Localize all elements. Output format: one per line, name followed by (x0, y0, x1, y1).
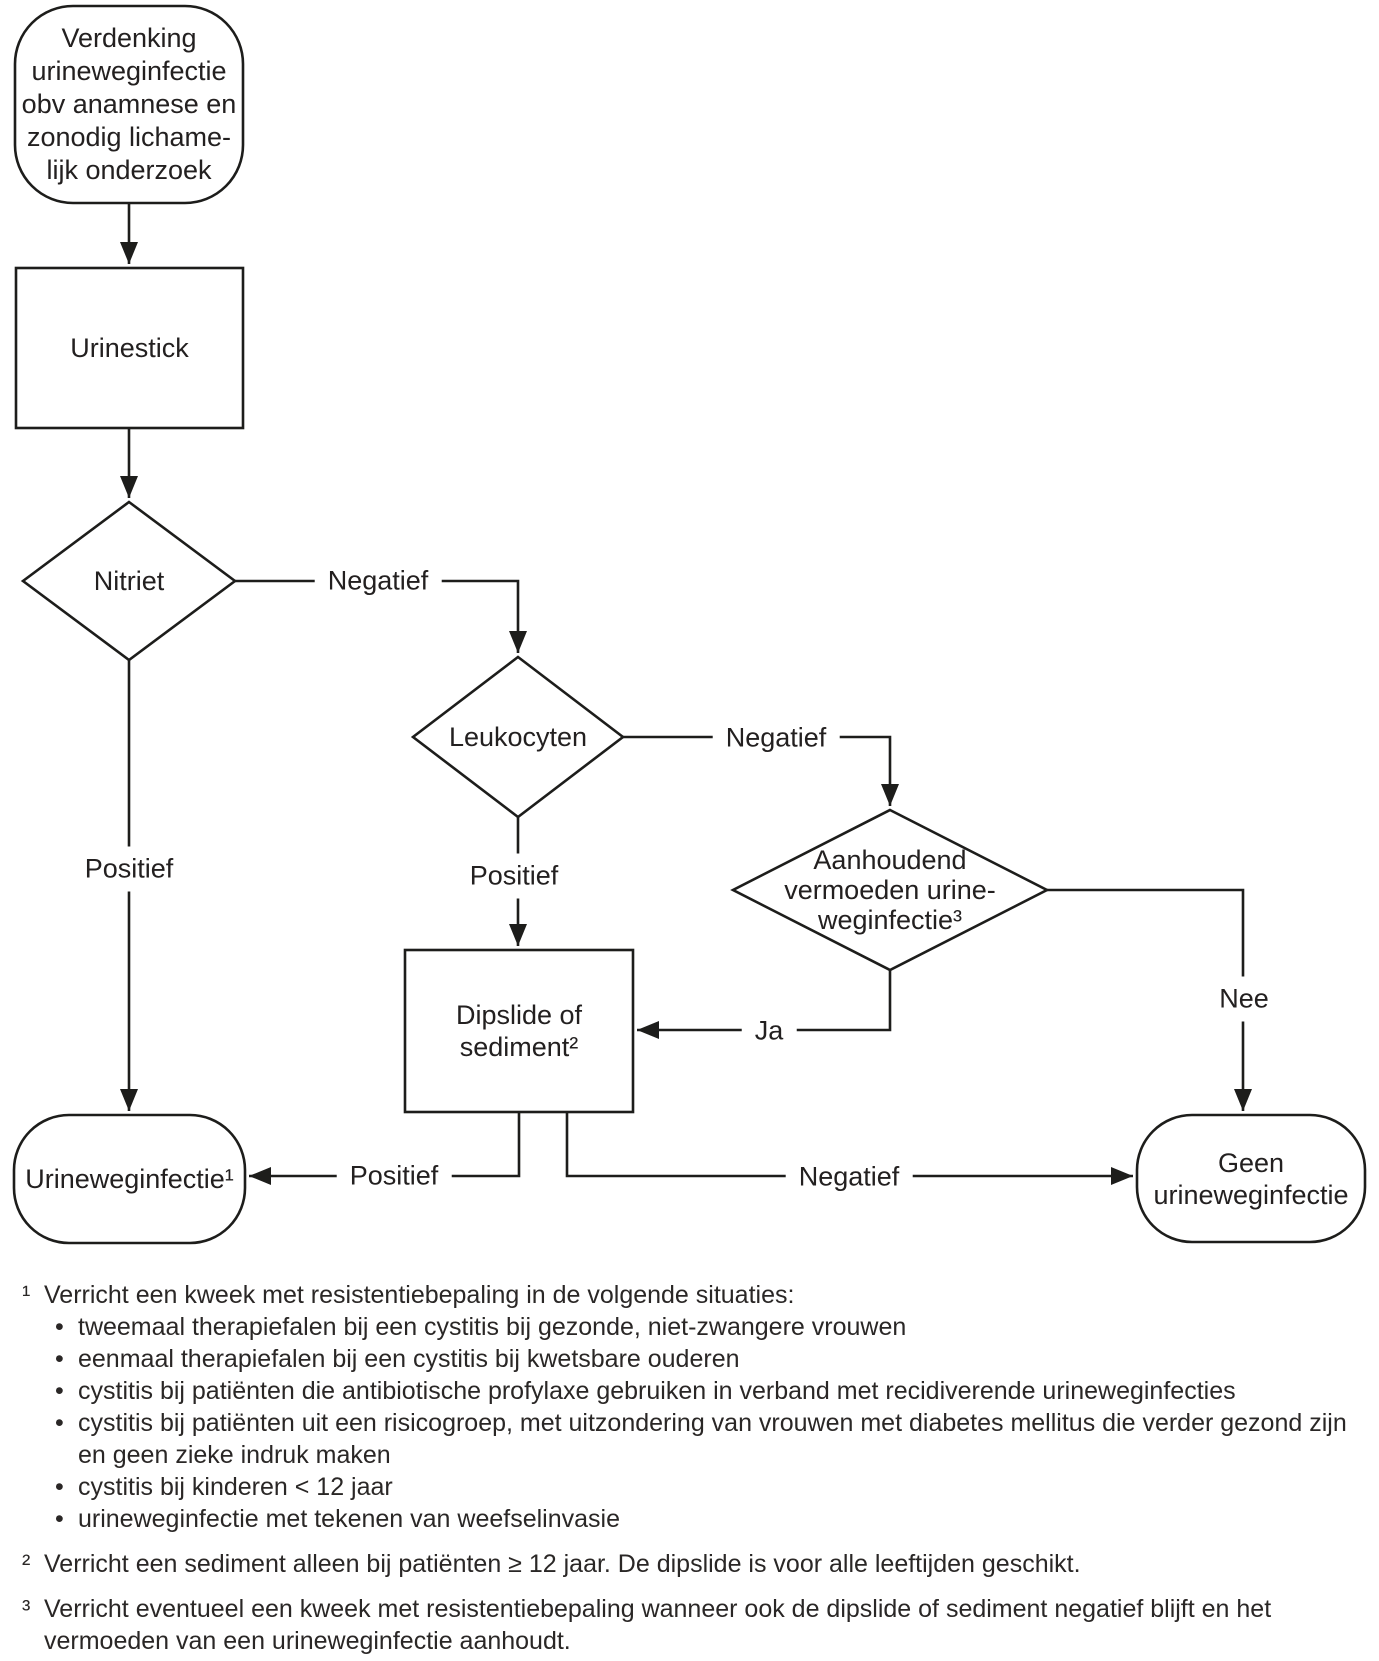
edge-label-aanhoudend-nee: Nee (1211, 976, 1277, 1022)
footnote-1-text: Verricht een kweek met resistentiebepali… (44, 1281, 795, 1309)
edge-label-dipslide-positief: Positief (336, 1159, 452, 1193)
footnote-2: ² Verricht een sediment alleen bij patië… (22, 1548, 1374, 1580)
bullet-icon: • (55, 1505, 64, 1533)
footnote-1-marker: ¹ (22, 1281, 31, 1309)
footnote-2-marker: ² (22, 1550, 31, 1578)
bullet-icon: • (55, 1313, 64, 1341)
edge-dipslide-negatief (565, 1112, 1133, 1185)
nitriet-decision-shape (20, 500, 238, 662)
footnotes-block: ¹ Verricht een kweek met resistentiebepa… (22, 1279, 1374, 1657)
edge-label-leukocyten-negatief: Negatief (712, 721, 840, 755)
edge-leukocyten-negatief (623, 735, 899, 806)
footnote-3: ³ Verricht eventueel een kweek met resis… (22, 1593, 1374, 1657)
footnote-3-marker: ³ (22, 1595, 31, 1623)
bullet-icon: • (55, 1473, 64, 1501)
bullet-icon: • (55, 1345, 64, 1373)
footnote-bullet-item: • urineweginfectie met tekenen van weefs… (44, 1503, 1374, 1535)
edge-aanhoudend-nee (1047, 888, 1252, 1111)
footnote-2-text: Verricht een sediment alleen bij patiënt… (44, 1550, 1081, 1578)
leukocyten-decision-shape (410, 655, 626, 819)
aanhoudend-decision-shape (730, 808, 1050, 972)
edge-aanhoudend-ja (637, 970, 892, 1039)
urineweginfectie-node-shape (12, 1113, 247, 1245)
footnote-bullet-item: • cystitis bij patiënten die antibiotisc… (44, 1375, 1374, 1407)
edge-label-dipslide-negatief: Negatief (785, 1160, 913, 1194)
footnote-1-bullet-list: • tweemaal therapiefalen bij een cystiti… (44, 1311, 1374, 1535)
bullet-icon: • (55, 1409, 64, 1437)
footnote-bullet-item: • cystitis bij patiënten uit een risicog… (44, 1407, 1374, 1471)
urinestick-node-shape (14, 266, 245, 430)
dipslide-node-shape (403, 948, 635, 1114)
geen-urineweginfectie-node-shape (1135, 1113, 1367, 1244)
footnote-1: ¹ Verricht een kweek met resistentiebepa… (22, 1279, 1374, 1535)
footnote-bullet-item: • tweemaal therapiefalen bij een cystiti… (44, 1311, 1374, 1343)
edge-label-nitriet-positief: Positief (76, 846, 182, 892)
edge-label-leukocyten-positief: Positief (461, 853, 567, 899)
footnote-bullet-item: • cystitis bij kinderen < 12 jaar (44, 1471, 1374, 1503)
edge-label-aanhoudend-ja: Ja (741, 1014, 797, 1048)
start-node-shape (13, 4, 245, 205)
footnote-bullet-item: • eenmaal therapiefalen bij een cystitis… (44, 1343, 1374, 1375)
bullet-icon: • (55, 1377, 64, 1405)
edge-label-nitriet-negatief: Negatief (314, 564, 442, 598)
footnote-3-text: Verricht eventueel een kweek met resiste… (44, 1595, 1272, 1655)
